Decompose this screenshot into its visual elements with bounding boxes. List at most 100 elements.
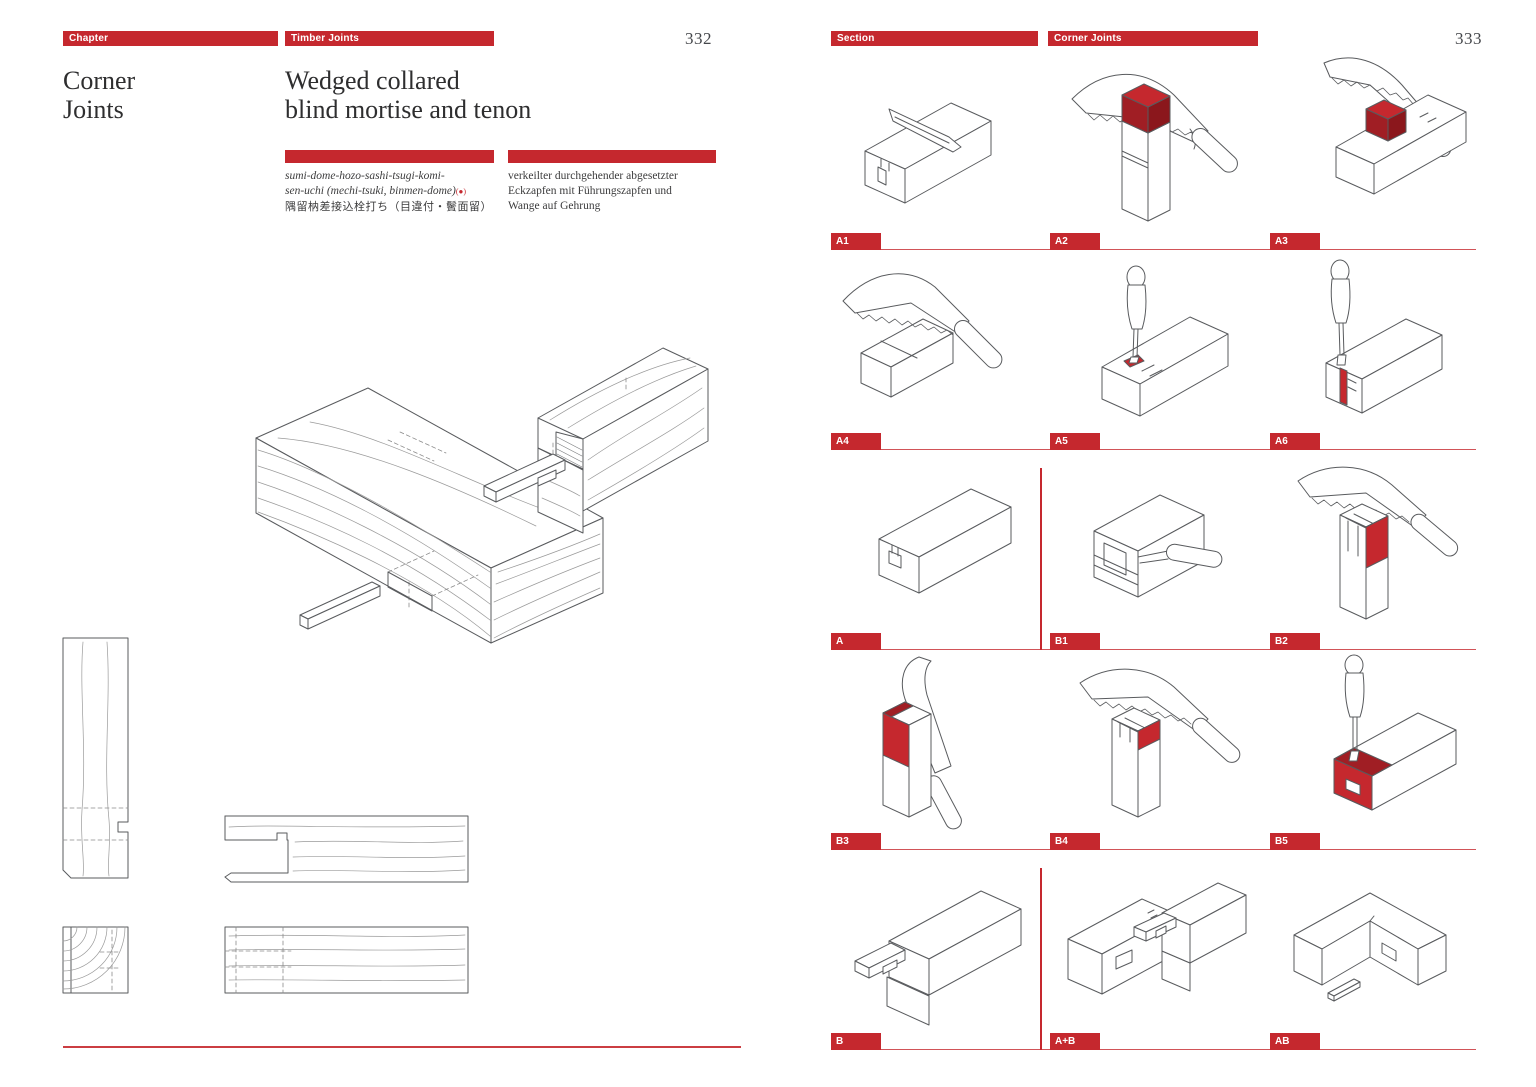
illustration-a-finished-mortise xyxy=(878,488,1012,594)
joint-title-line-2: blind mortise and tenon xyxy=(285,95,532,124)
tenon xyxy=(483,453,566,503)
kicker-corner-joints: Corner Joints xyxy=(1048,31,1258,46)
row-rule-2 xyxy=(831,449,1476,450)
caption-bar-german xyxy=(508,150,716,163)
row-rule-3 xyxy=(831,649,1476,650)
mortise-hole xyxy=(1115,949,1133,970)
chisel-icon xyxy=(1344,654,1365,762)
joint-title-line-1: Wedged collared xyxy=(285,66,460,95)
step-label-b3: B3 xyxy=(831,833,881,850)
post-end-view xyxy=(62,926,129,994)
post-elevation xyxy=(62,637,129,879)
illustration-a-plus-b-assembly xyxy=(1067,882,1247,995)
illustration-a3-cross-cut xyxy=(1323,57,1467,195)
beam xyxy=(1093,494,1205,598)
tenon-beam xyxy=(483,347,709,534)
illustration-b3-face-sawing xyxy=(882,656,962,830)
red-cheek xyxy=(1365,515,1389,569)
beam xyxy=(860,318,954,398)
row-rule-5 xyxy=(831,1049,1476,1050)
step-label-a1: A1 xyxy=(831,233,881,250)
caption-japanese-names: sumi-dome-hozo-sashi-tsugi-komi- sen-uch… xyxy=(285,169,505,215)
red-top-strip xyxy=(1333,747,1393,777)
step-label-b4: B4 xyxy=(1050,833,1100,850)
illustration-ab-assembled xyxy=(1293,892,1447,1002)
rail-elevation xyxy=(224,815,469,883)
chapter-title: Corner Joints xyxy=(63,66,135,124)
wedge-pin xyxy=(1327,978,1361,1002)
red-mitre-block xyxy=(1365,99,1407,142)
red-mitre-block xyxy=(1121,83,1171,134)
japanese-name: 隅留枘差接込栓打ち（目違付・鬢面留） xyxy=(285,201,492,213)
row-rule-1 xyxy=(831,249,1476,250)
red-edge xyxy=(1137,719,1161,751)
red-face xyxy=(882,712,910,768)
step-label-b5: B5 xyxy=(1270,833,1320,850)
step-label-a2: A2 xyxy=(1050,233,1100,250)
tenon xyxy=(854,942,906,979)
white-notch xyxy=(1345,778,1361,796)
step-label-a6: A6 xyxy=(1270,433,1320,450)
kicker-timber-joints: Timber Joints xyxy=(285,31,494,46)
romaji-line-1: sumi-dome-hozo-sashi-tsugi-komi- xyxy=(285,170,445,182)
step-label-a-plus-b: A+B xyxy=(1050,1033,1100,1050)
illustration-a4-kerf-sawing xyxy=(842,273,1003,398)
scribed-mortise xyxy=(888,550,902,569)
step-label-b: B xyxy=(831,1033,881,1050)
footnote-marker: (●) xyxy=(455,187,467,196)
chapter-title-line-1: Corner xyxy=(63,66,136,95)
kicker-chapter: Chapter xyxy=(63,31,278,46)
step-label-a: A xyxy=(831,633,881,650)
illustration-b4-edge-sawing xyxy=(1079,668,1241,818)
tenon-piece xyxy=(1133,882,1247,992)
german-line-3: Wange auf Gehrung xyxy=(508,200,601,212)
step-label-b2: B2 xyxy=(1270,633,1320,650)
footer-rule-left xyxy=(63,1046,741,1048)
mitred-cheek xyxy=(886,976,930,1026)
caption-bar-japanese xyxy=(285,150,494,163)
step-label-a4: A4 xyxy=(831,433,881,450)
beam xyxy=(1101,316,1229,417)
illustration-b2-cheek-sawing xyxy=(1297,466,1459,620)
red-face-stripe xyxy=(1339,367,1348,406)
corner-joint xyxy=(1293,892,1447,986)
scribed-mortise xyxy=(877,166,887,186)
illustration-b5-tenon-chiselling xyxy=(1333,654,1457,811)
saw-icon xyxy=(1297,466,1459,557)
saw-icon xyxy=(842,273,1003,369)
chisel-icon xyxy=(1330,259,1351,366)
mortise-hole xyxy=(1381,942,1397,962)
step-label-a3: A3 xyxy=(1270,233,1320,250)
beam xyxy=(888,890,1022,996)
row-rule-4 xyxy=(831,849,1476,850)
mortise-piece xyxy=(1067,898,1177,995)
red-kerf xyxy=(880,340,918,359)
kicker-section: Section xyxy=(831,31,1038,46)
step-label-ab: AB xyxy=(1270,1033,1320,1050)
page-number-right: 333 xyxy=(1455,29,1482,48)
marking-knife-icon xyxy=(888,108,962,153)
chisel-icon xyxy=(1126,265,1147,364)
illustration-b1-paring-end xyxy=(1093,494,1223,598)
chapter-title-line-2: Joints xyxy=(63,95,124,124)
illustration-a2-sawing-mitre xyxy=(1071,74,1238,222)
illustration-b-finished-tenon xyxy=(854,890,1022,1026)
mortise-hole xyxy=(387,571,433,612)
joint-title: Wedged collared blind mortise and tenon xyxy=(285,66,531,124)
red-top-sliver xyxy=(882,701,914,718)
page-number-left: 332 xyxy=(685,29,712,48)
step-label-b1: B1 xyxy=(1050,633,1100,650)
saw-icon xyxy=(1079,668,1241,763)
column-divider-a xyxy=(1040,468,1042,650)
wedge-pin xyxy=(299,581,381,630)
german-line-1: verkeilter durchgehender abgesetzter xyxy=(508,170,678,182)
orthographic-views xyxy=(62,637,469,994)
column-divider-b xyxy=(1040,868,1042,1050)
gouge-icon xyxy=(1137,543,1223,568)
illustration-a6-paring-face xyxy=(1325,259,1443,414)
romaji-line-2: sen-uchi (mechi-tsuki, binmen-dome)(●) xyxy=(285,185,467,197)
illustration-a5-chiselling xyxy=(1101,265,1229,417)
illustration-a1-marking xyxy=(864,102,992,204)
step-label-a5: A5 xyxy=(1050,433,1100,450)
